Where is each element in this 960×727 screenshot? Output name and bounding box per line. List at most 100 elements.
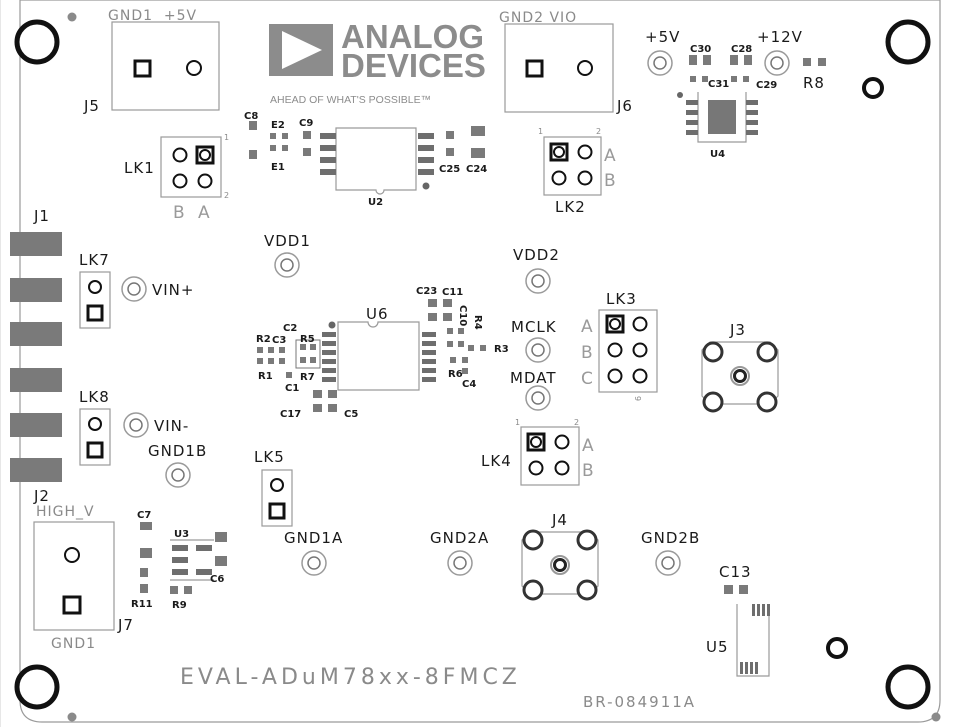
lk1-label: LK1 [124, 159, 155, 177]
svg-text:A: A [581, 317, 593, 337]
fiducial [67, 712, 77, 722]
svg-text:VIN+: VIN+ [152, 281, 194, 299]
svg-text:C23: C23 [416, 286, 437, 297]
board-outline [19, 0, 941, 723]
logo-line1: ANALOG [341, 18, 484, 55]
tp-5v [647, 50, 673, 76]
svg-text:VDD2: VDD2 [513, 246, 560, 264]
svg-text:C4: C4 [462, 379, 476, 390]
j4-label: J4 [551, 511, 568, 529]
j6-pin-square [525, 59, 544, 78]
j3-sma-connector [701, 341, 779, 413]
svg-text:R2: R2 [256, 334, 271, 345]
svg-text:C13: C13 [719, 563, 752, 581]
mounting-hole [885, 664, 931, 710]
lk8-label: LK8 [79, 388, 110, 406]
svg-text:C24: C24 [466, 164, 487, 175]
fiducial [67, 12, 77, 22]
svg-text:R6: R6 [448, 369, 463, 380]
lk5-label: LK5 [254, 448, 285, 466]
svg-text:9: 9 [633, 396, 642, 401]
svg-text:+12V: +12V [757, 28, 803, 46]
j6-label: J6 [616, 97, 633, 115]
svg-text:B: B [582, 461, 594, 481]
u4-passives [689, 55, 826, 82]
tp-vin-plus [121, 276, 147, 302]
u2-passives [249, 121, 485, 159]
tp-gnd1a [301, 550, 327, 576]
svg-text:C3: C3 [272, 335, 286, 346]
j5-label: J5 [83, 97, 100, 115]
j6-top-label: GND2 VIO [499, 10, 577, 26]
svg-text:C25: C25 [439, 164, 460, 175]
svg-text:1: 1 [538, 127, 543, 136]
board-ref: BR-084911A [583, 693, 696, 711]
svg-text:C31: C31 [708, 79, 729, 90]
svg-text:C6: C6 [210, 574, 224, 585]
tp-vdd2 [525, 268, 551, 294]
lk8-outline [79, 408, 111, 466]
mounting-hole [14, 19, 60, 65]
tp-mdat [525, 385, 551, 411]
j4-sma-connector [521, 529, 599, 601]
svg-text:A: A [604, 146, 616, 166]
lk3-outline [598, 309, 658, 393]
j1-edge-connector [10, 232, 62, 482]
svg-text:C11: C11 [442, 287, 463, 298]
svg-text:C: C [581, 369, 593, 389]
logo-tagline: AHEAD OF WHAT'S POSSIBLE™ [270, 94, 431, 106]
svg-text:C8: C8 [244, 111, 258, 122]
svg-text:E1: E1 [271, 162, 285, 173]
board-name: EVAL-ADuM78xx-8FMCZ [180, 665, 521, 690]
svg-text:R11: R11 [131, 599, 153, 610]
svg-text:E2: E2 [271, 120, 285, 131]
svg-text:VIN-: VIN- [154, 417, 189, 435]
svg-text:C10: C10 [457, 305, 468, 326]
mounting-hole [885, 19, 931, 65]
lk1-a-label: A [198, 203, 210, 223]
lk7-label: LK7 [79, 251, 110, 269]
u6-label: U6 [366, 305, 389, 323]
svg-text:1: 1 [224, 133, 229, 142]
svg-text:GND1B: GND1B [148, 442, 207, 460]
small-hole [862, 77, 884, 99]
tp-vin-minus [123, 412, 149, 438]
svg-text:C28: C28 [731, 44, 752, 55]
mounting-hole [14, 664, 60, 710]
j2-label: J2 [33, 487, 50, 505]
svg-text:U4: U4 [710, 149, 725, 160]
svg-text:B: B [604, 171, 616, 191]
svg-text:U5: U5 [706, 638, 729, 656]
u4-ic [677, 92, 758, 143]
j7-bottom-label: GND1 [51, 636, 96, 652]
lk2-outline [543, 136, 602, 196]
u5-ic [724, 585, 770, 677]
j7-outline [33, 521, 115, 631]
j5-pin-round [186, 60, 202, 76]
svg-text:C2: C2 [283, 323, 297, 334]
lk4-outline [520, 426, 580, 486]
u6-passives [257, 299, 486, 412]
j6-pin-round [577, 60, 593, 76]
tp-12v [764, 50, 790, 76]
u6-ic [322, 321, 436, 391]
lk3-label: LK3 [606, 290, 637, 308]
j7-label: J7 [117, 616, 134, 634]
j6-outline [504, 23, 614, 113]
svg-text:R3: R3 [494, 344, 509, 355]
svg-text:C7: C7 [137, 510, 151, 521]
u3-area [140, 522, 227, 594]
lk5-outline [261, 469, 293, 527]
svg-text:C17: C17 [280, 409, 301, 420]
svg-text:MCLK: MCLK [511, 318, 557, 336]
tp-gnd2b [655, 550, 681, 576]
j5-top-label: GND1 +5V [108, 8, 197, 24]
u2-ic [320, 127, 434, 195]
svg-text:2: 2 [224, 191, 229, 200]
svg-text:C29: C29 [756, 80, 777, 91]
analog-devices-logo: ANALOG DEVICES AHEAD OF WHAT'S POSSIBLE™ [269, 18, 486, 106]
svg-text:R4: R4 [472, 315, 483, 330]
svg-text:R1: R1 [258, 371, 273, 382]
j1-label: J1 [33, 207, 50, 225]
